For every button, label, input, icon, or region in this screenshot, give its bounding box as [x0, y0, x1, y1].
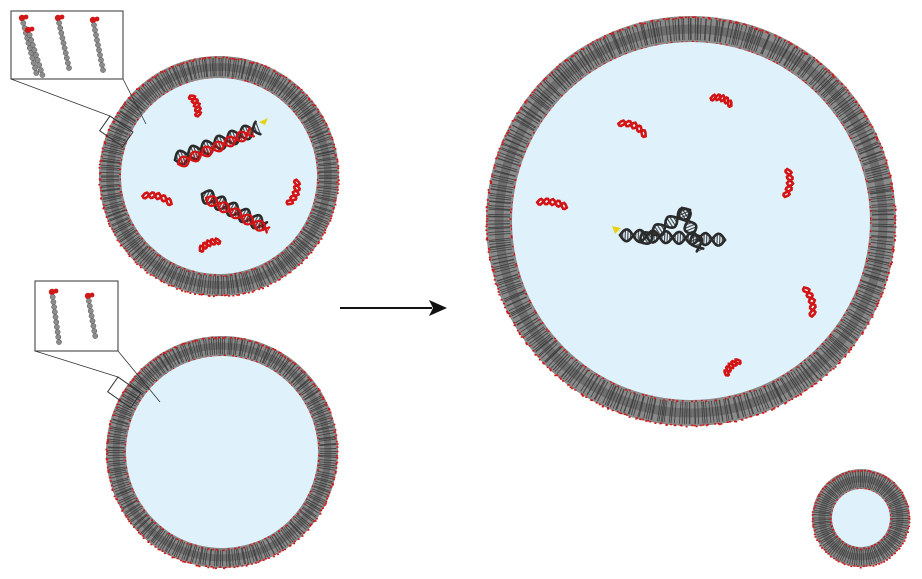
vesicle-lumen: [832, 489, 890, 547]
small-daughter-vesicle: [811, 469, 911, 569]
rna-duplex-strand: [204, 195, 271, 234]
zoom-region-box: [106, 376, 142, 409]
rna-fragment: [285, 178, 302, 206]
lipid-tails: [813, 470, 909, 566]
lipid-molecule-icon: [48, 288, 62, 345]
lipid-tails: [488, 18, 894, 424]
rna-fragment: [187, 94, 203, 118]
rna-fragment: [141, 191, 173, 207]
rna-fragment: [801, 286, 817, 318]
lipid-molecule-icon: [54, 14, 72, 71]
empty-vesicle: [105, 336, 339, 570]
lipid-tails: [100, 57, 338, 295]
vesicle-lumen: [121, 78, 317, 274]
rna-fragment: [617, 119, 647, 139]
lipid-molecule-icon: [84, 292, 99, 339]
rna-fragment: [723, 358, 742, 377]
lipid-inset-bottom: [34, 280, 161, 409]
right-arrow-icon: [340, 300, 447, 316]
rna-duplex-strand: [176, 126, 255, 168]
rna-fragment: [709, 93, 733, 109]
primer-tip: [612, 226, 621, 234]
inset-box: [34, 280, 119, 352]
vesicle-with-nucleic-acids: [98, 56, 340, 298]
vesicle-lumen: [126, 356, 318, 548]
rna-fragment: [198, 236, 222, 254]
lipid-molecule-icon: [24, 26, 46, 78]
lipid-inset-top: [10, 10, 147, 148]
lipid-molecule-icon: [89, 16, 106, 73]
rna-fragment: [535, 197, 569, 211]
zoom-region-box: [98, 115, 134, 148]
rna-fragment: [782, 167, 795, 199]
lipid-tails: [107, 337, 337, 567]
primer-tip: [259, 118, 268, 125]
